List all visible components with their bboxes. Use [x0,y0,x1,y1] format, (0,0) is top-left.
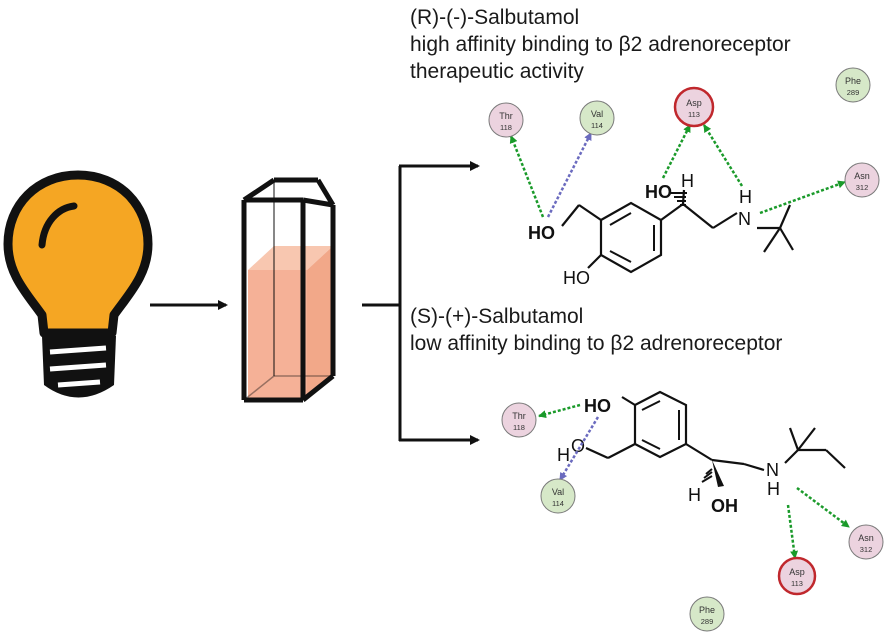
s-amine-h-label: H [767,479,780,499]
r-phe-name: Phe [845,76,861,86]
s-residue-asn: Asn 312 [848,524,884,560]
r-asp-num: 113 [688,110,700,119]
s-thr-name: Thr [512,411,526,421]
r-phenol-ho-label: HO [563,268,590,288]
r-phe-num: 289 [847,88,860,97]
s-val-name: Val [552,487,564,497]
r-oh-label: HO [645,182,672,202]
r-asn-name: Asn [854,171,870,181]
r-enantiomer-activity: therapeutic activity [410,60,584,83]
s-interactions [538,403,850,559]
r-thr-name: Thr [499,111,513,121]
branch-arrows [362,161,480,445]
r-val-name: Val [591,109,603,119]
r-h-label: H [681,171,694,191]
s-asp-num: 113 [791,579,803,588]
r-n-label: N [738,209,751,229]
r-residue-phe: Phe 289 [835,67,871,103]
r-thr-num: 118 [500,123,512,132]
s-o-label: O [571,436,585,456]
lightbulb-icon [3,170,153,398]
s-thr-num: 118 [513,423,525,432]
cuvette-icon [241,177,336,403]
s-residue-phe: Phe 289 [689,596,725,632]
s-residue-asp: Asp 113 [777,556,817,596]
s-asp-name: Asp [789,567,805,577]
r-enantiomer-name: (R)-(-)-Salbutamol [410,6,580,29]
s-val-num: 114 [552,499,564,508]
s-n-label: N [766,460,779,480]
r-residue-asp: Asp 113 [673,86,715,128]
r-ho-label: HO [528,223,555,243]
s-enantiomer-affinity: low affinity binding to β2 adrenorecepto… [410,332,783,355]
s-stereo-h-label: H [688,485,701,505]
s-residue-thr: Thr 118 [501,402,537,438]
s-phe-name: Phe [699,605,715,615]
r-residue-thr: Thr 118 [488,102,524,138]
r-asn-num: 312 [856,183,869,192]
s-salbutamol-structure: HO H O H OH N H [557,390,846,516]
r-salbutamol-structure: HO HO HO H H N [528,171,794,288]
s-asn-num: 312 [860,545,873,554]
r-amine-h-label: H [739,187,752,207]
s-asn-name: Asn [858,533,874,543]
r-enantiomer-caption: (R)-(-)-Salbutamol high affinity binding… [410,4,791,85]
s-enantiomer-name: (S)-(+)-Salbutamol [410,305,584,328]
r-residue-val: Val 114 [579,100,615,136]
s-enantiomer-caption: (S)-(+)-Salbutamol low affinity binding … [410,303,782,357]
r-asp-name: Asp [686,98,702,108]
r-val-num: 114 [591,121,603,130]
r-residue-asn: Asn 312 [844,162,880,198]
s-residue-val: Val 114 [540,478,576,514]
s-oh-label: OH [711,496,738,516]
r-interactions [509,124,846,218]
s-phenol-ho-label: HO [584,396,611,416]
s-h-label: H [557,445,570,465]
s-phe-num: 289 [701,617,714,626]
r-enantiomer-affinity: high affinity binding to β2 adrenorecept… [410,33,791,56]
